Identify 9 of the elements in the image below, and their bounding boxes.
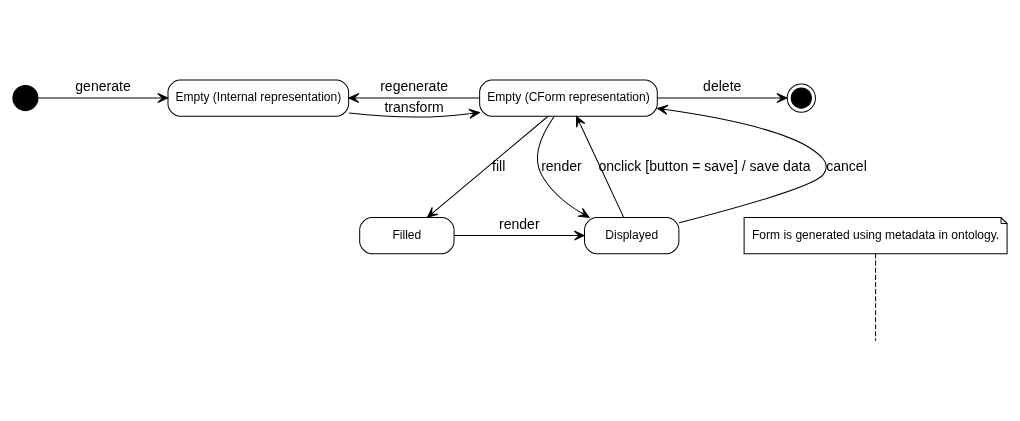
edge-label: transform [384, 98, 444, 115]
edge-label: onclick [button = save] / save data [598, 157, 811, 174]
edge-label: generate [75, 77, 131, 94]
edge-label: render [498, 215, 540, 232]
edge-label: cancel [826, 157, 867, 174]
edge-label: regenerate [380, 77, 449, 94]
edge-label: fill [492, 157, 506, 174]
edge-label: delete [703, 77, 742, 94]
edge-label: render [541, 157, 582, 174]
